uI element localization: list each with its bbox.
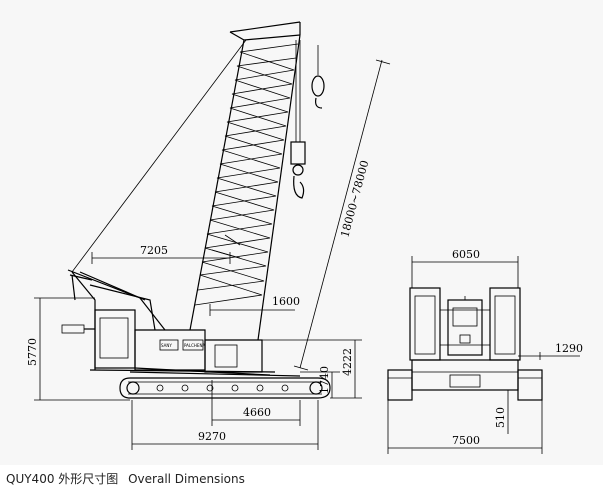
dim-boom-length: 18000~78000: [293, 59, 391, 371]
front-tracks: [387, 369, 543, 401]
dim-boom-foot-text: 1600: [272, 295, 300, 308]
dim-boom-length-text: 18000~78000: [338, 159, 371, 239]
crawler-track: [119, 377, 331, 399]
body-label: PALCHENA: [184, 343, 205, 348]
caption-model: QUY400 外形尺寸图: [6, 472, 119, 486]
caption-title: Overall Dimensions: [128, 472, 245, 486]
dim-front-width-text: 6050: [452, 248, 480, 261]
front-view: 6050 7500 1290 510: [387, 248, 583, 454]
cab-label: SANY: [161, 343, 172, 348]
dim-front-overall-text: 7500: [452, 434, 480, 447]
dim-front-overall: 7500: [387, 400, 543, 454]
side-view: SANY PALCHENA: [26, 21, 391, 450]
dim-rear-swing: 4660: [211, 380, 301, 426]
dim-radius: 7205: [91, 244, 231, 264]
lattice-boom: [189, 21, 301, 341]
dim-side-offset: 1290: [518, 342, 583, 360]
dim-track-height: 1740: [300, 366, 340, 398]
dim-gantry-height: 5770: [26, 297, 130, 401]
upper-body: [89, 309, 301, 377]
dim-cab-height-text: 4222: [341, 348, 354, 376]
dim-radius-text: 7205: [140, 244, 168, 257]
dim-clearance-text: 510: [494, 407, 507, 428]
dim-overall-length-text: 9270: [198, 430, 226, 443]
gantry-frame: [61, 269, 166, 370]
figure-caption: QUY400 外形尺寸图 Overall Dimensions: [6, 470, 251, 487]
crane-dimension-drawing: SANY PALCHENA: [26, 21, 583, 454]
dim-gantry-height-text: 5770: [26, 338, 39, 366]
backstay-line: [71, 39, 247, 273]
dim-track-height-text: 1740: [318, 366, 331, 394]
hook-assembly: [290, 40, 325, 199]
dim-cab-height: 4222: [262, 339, 362, 399]
dim-boom-foot: 1600: [209, 295, 300, 316]
dim-rear-swing-text: 4660: [243, 406, 271, 419]
dim-front-width: 6050: [411, 248, 519, 288]
dim-overall-length: 9270: [131, 400, 319, 450]
dim-clearance: 510: [494, 389, 516, 434]
dim-side-offset-text: 1290: [555, 342, 583, 355]
front-carbody: [409, 287, 521, 391]
